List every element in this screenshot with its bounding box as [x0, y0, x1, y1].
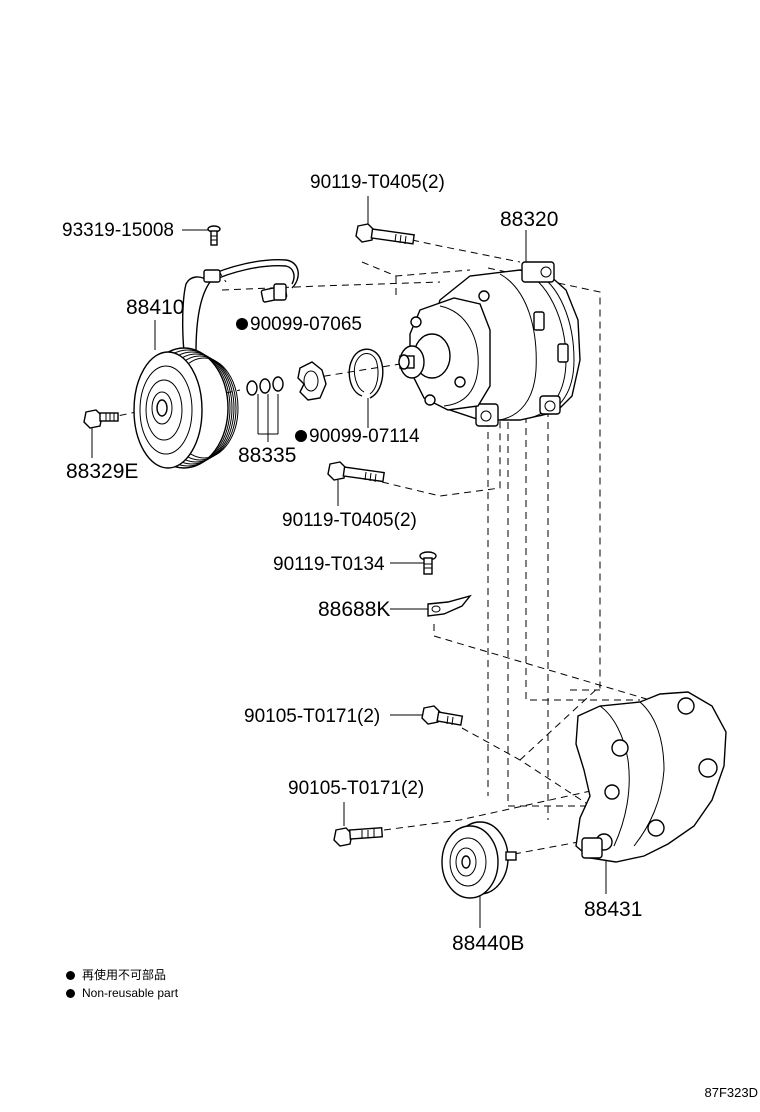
shim-set	[246, 376, 284, 396]
figure-code: 87F323D	[704, 1085, 758, 1100]
label-compressor[interactable]: 88320	[500, 208, 558, 231]
legend-text-jp: 再使用不可部品	[82, 968, 167, 982]
non-reusable-mark	[295, 430, 307, 442]
clutch-bolt	[83, 409, 119, 429]
idler-pulley	[441, 821, 517, 899]
label-bolt-b[interactable]: 90105-T0171(2)	[288, 778, 424, 799]
label-bolt-top[interactable]: 90119-T0405(2)	[310, 172, 445, 193]
label-plate[interactable]: 88688K	[318, 598, 390, 621]
label-snap-ring-1[interactable]: 90099-07065	[250, 314, 362, 335]
label-idler[interactable]: 88440B	[452, 932, 524, 955]
label-bracket-bolt[interactable]: 90119-T0134	[273, 554, 385, 575]
label-bracket[interactable]: 88431	[584, 898, 642, 921]
legend-row-en: Non-reusable part	[66, 984, 178, 1002]
label-shim[interactable]: 88335	[238, 444, 296, 467]
bracket	[575, 691, 727, 863]
bolt-mid	[327, 461, 385, 483]
non-reusable-dot-icon	[66, 970, 75, 980]
bolt-top	[355, 223, 415, 245]
wire-harness	[181, 258, 299, 353]
label-screw[interactable]: 93319-15008	[62, 220, 174, 241]
label-clutch-bolt[interactable]: 88329E	[66, 460, 138, 483]
non-reusable-mark	[236, 318, 248, 330]
bolt-a	[421, 705, 464, 726]
snap-ring-1	[297, 361, 327, 401]
leader-lines	[91, 196, 607, 928]
non-reusable-dot-icon	[66, 988, 75, 998]
label-clutch[interactable]: 88410	[126, 296, 184, 319]
label-bolt-a[interactable]: 90105-T0171(2)	[244, 706, 380, 727]
bolt-b	[333, 827, 384, 847]
legend-row-jp: 再使用不可部品	[66, 966, 178, 984]
bracket-bolt	[419, 551, 437, 575]
plate-part	[427, 594, 472, 617]
legend-text-en: Non-reusable part	[82, 986, 179, 1000]
label-bolt-mid[interactable]: 90119-T0405(2)	[282, 510, 417, 531]
compressor	[398, 261, 581, 427]
snap-ring-2	[348, 348, 384, 399]
label-snap-ring-2[interactable]: 90099-07114	[309, 426, 420, 447]
legend: 再使用不可部品 Non-reusable part	[66, 966, 178, 1002]
screw-part	[207, 225, 221, 246]
clutch-pulley	[133, 347, 239, 469]
